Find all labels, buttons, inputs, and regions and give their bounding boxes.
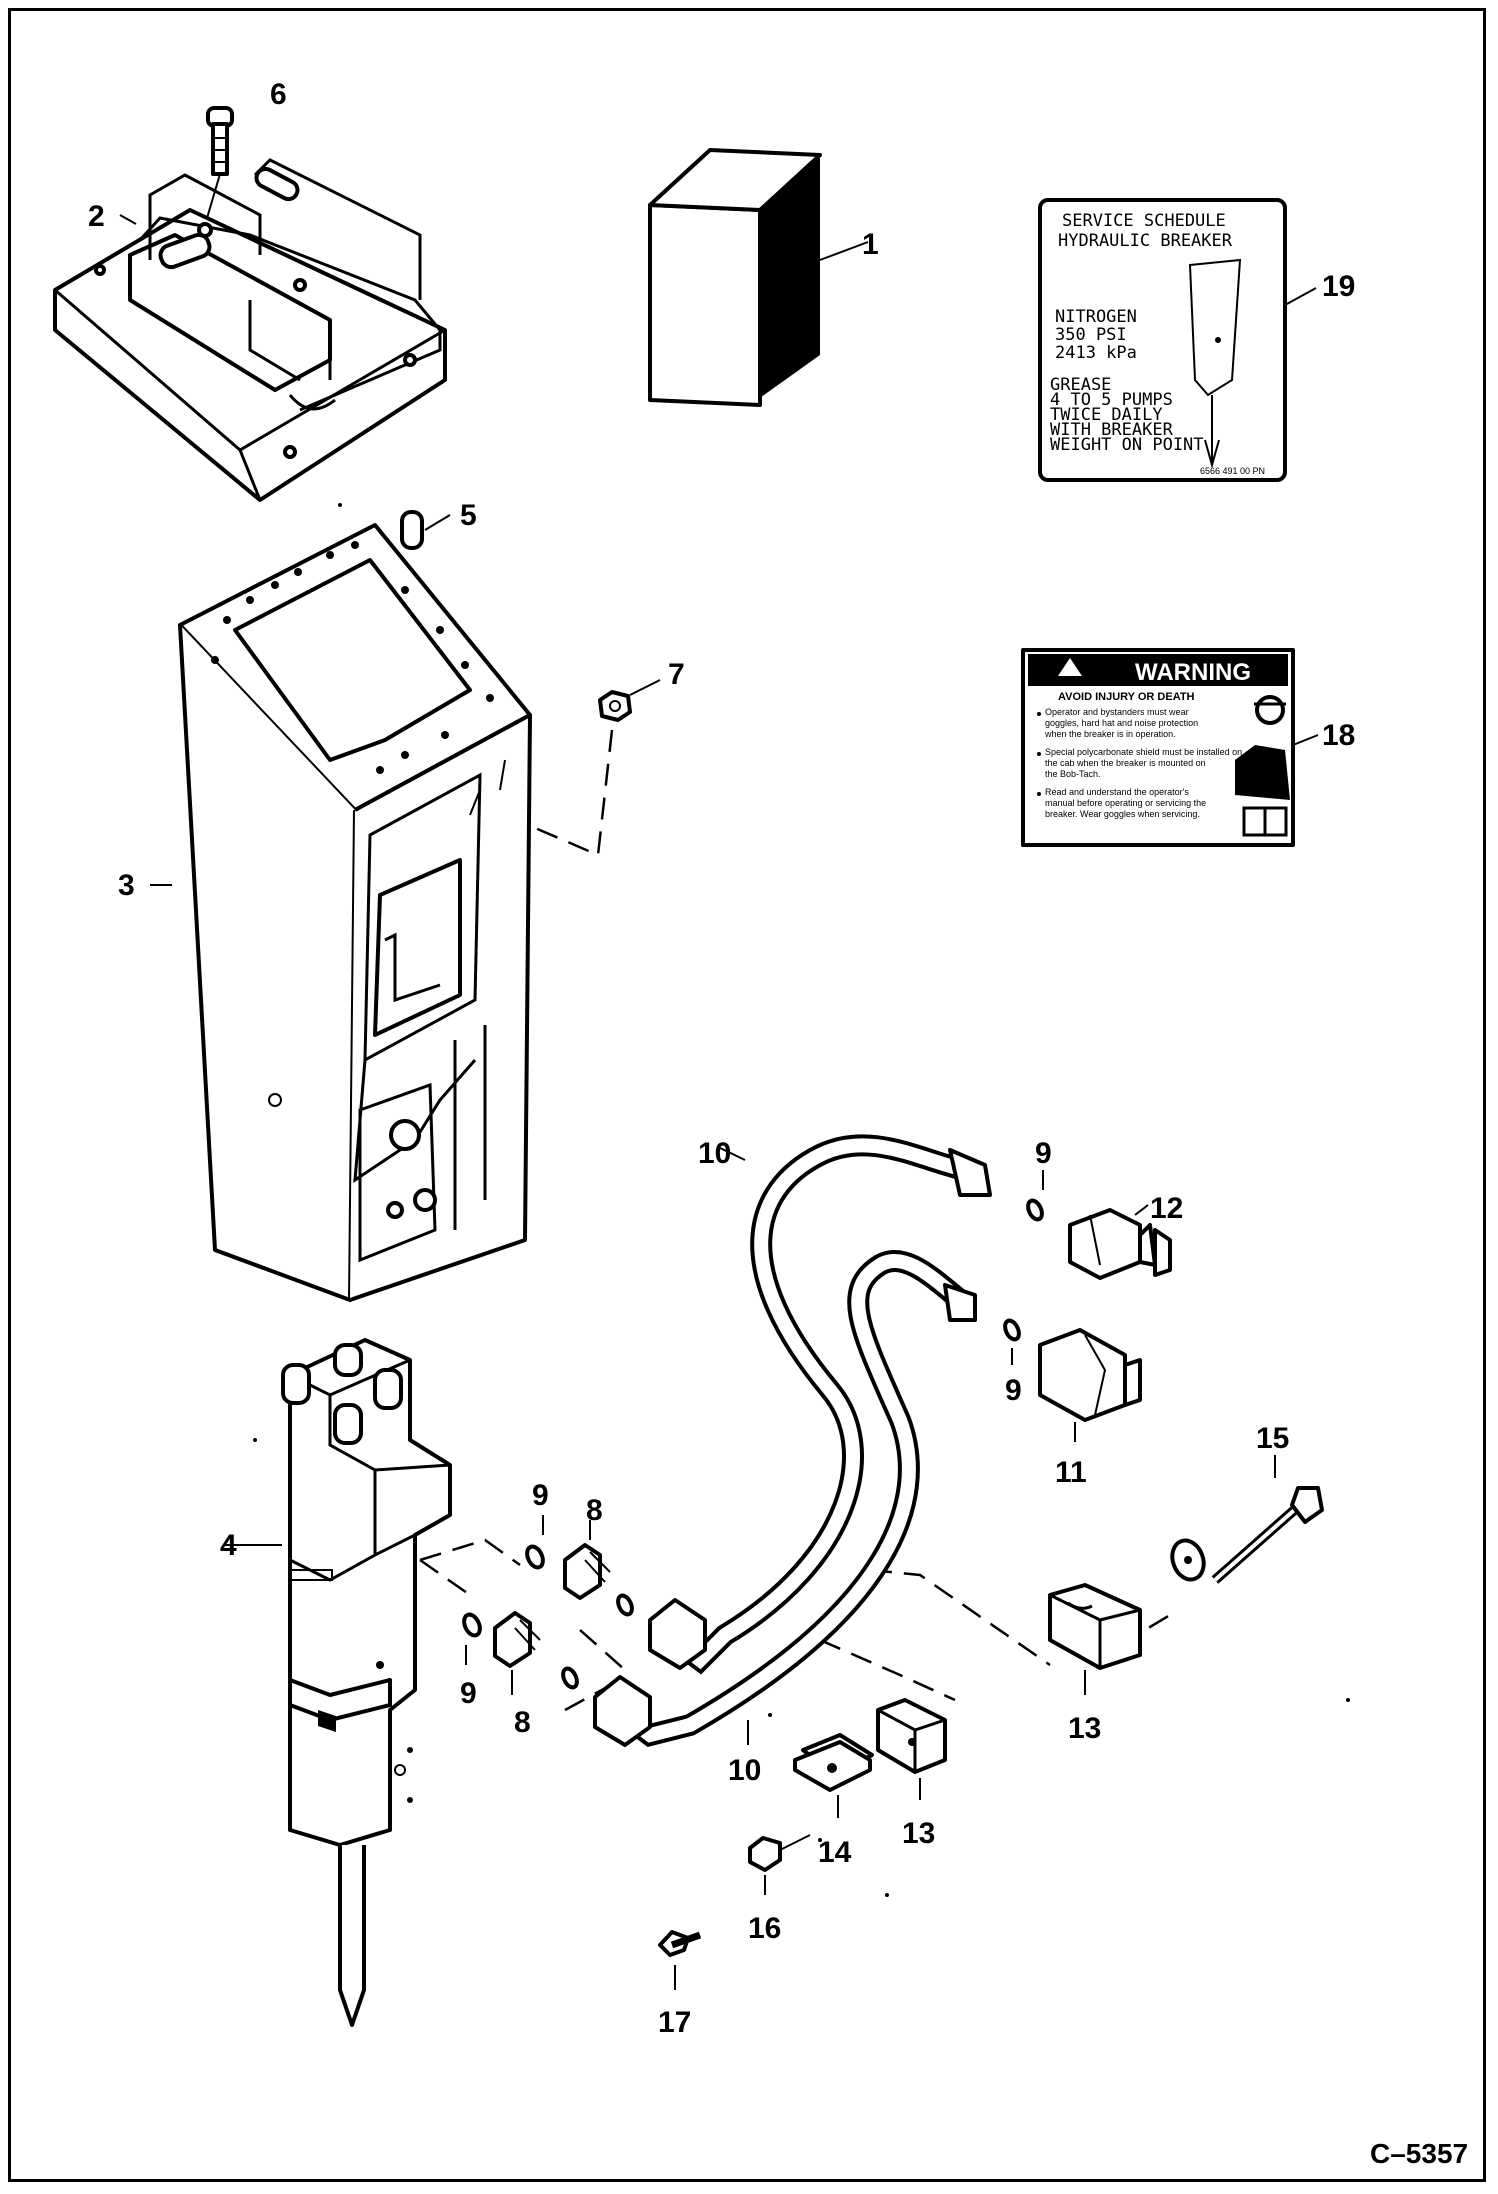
callout-17: 17 [658, 2006, 691, 2039]
warning-item-3-line-2: manual before operating or servicing the [1045, 798, 1206, 808]
part-14-clamp-plate [793, 1733, 874, 1818]
part-9-orings-and-part-8-fittings [462, 1515, 634, 1695]
decal-grease-1: GREASE [1050, 375, 1111, 395]
callout-19: 19 [1322, 270, 1355, 303]
callout-15: 15 [1256, 1422, 1289, 1455]
warning-item-3-line-3: breaker. Wear goggles when servicing. [1045, 809, 1200, 819]
callout-18: 18 [1322, 719, 1355, 752]
callout-5: 5 [460, 499, 477, 532]
callout-9-right-lower: 9 [1005, 1374, 1022, 1407]
warning-item-1-line-1: Operator and bystanders must wear [1045, 707, 1189, 717]
decal-nitrogen-1: NITROGEN [1055, 307, 1137, 327]
part-4-hydraulic-breaker [225, 1338, 452, 2027]
speckles [253, 503, 1350, 1897]
part-12-male-coupler [1068, 1204, 1172, 1280]
warning-item-2-line-3: the Bob-Tach. [1045, 769, 1101, 779]
decal-grease-3: TWICE DAILY [1050, 405, 1163, 425]
part-5-pin [400, 510, 451, 550]
decal-service-title-1: SERVICE SCHEDULE [1062, 211, 1226, 231]
warning-item-1-line-3: when the breaker is in operation. [1044, 729, 1176, 739]
decal-part-number: 6566 491 00 PN [1200, 466, 1265, 476]
callout-8-lower: 8 [514, 1706, 531, 1739]
warning-item-2-line-1: Special polycarbonate shield must be ins… [1045, 747, 1242, 757]
callout-7: 7 [668, 658, 685, 691]
warning-decal-subtitle: AVOID INJURY OR DEATH [1058, 691, 1195, 703]
callout-1: 1 [862, 228, 879, 261]
callout-9-left-upper: 9 [532, 1479, 549, 1512]
part-2-mounting-plate [53, 158, 447, 502]
callout-8-upper: 8 [586, 1494, 603, 1527]
part-17-screw [658, 1930, 702, 1990]
callout-6: 6 [270, 78, 287, 111]
decal-grease-2: 4 TO 5 PUMPS [1050, 390, 1173, 410]
callout-12: 12 [1150, 1192, 1183, 1225]
decal-nitrogen-3: 2413 kPa [1055, 343, 1137, 363]
warning-item-3-line-1: Read and understand the operator's [1045, 787, 1189, 797]
callout-13-right: 13 [1068, 1712, 1101, 1745]
part-13-hose-clamp-lower [876, 1698, 947, 1800]
decal-nitrogen-2: 350 PSI [1055, 325, 1127, 345]
warning-item-1-line-2: goggles, hard hat and noise protection [1045, 718, 1198, 728]
part-13-hose-clamp-upper [1048, 1583, 1142, 1695]
warning-item-2-line-2: the cab when the breaker is mounted on [1045, 758, 1206, 768]
part-3-breaker-housing [150, 523, 532, 1302]
part-6-bolt [204, 106, 234, 226]
callout-14: 14 [818, 1836, 852, 1869]
part-15-bolt [1170, 1455, 1324, 1584]
part-18-warning-decal: WARNING AVOID INJURY OR DEATH Operator a… [1021, 648, 1319, 847]
callout-3: 3 [118, 869, 135, 902]
warning-decal-title: WARNING [1135, 659, 1251, 686]
part-7-nut [469, 679, 661, 857]
part-10-hydraulic-hoses [593, 1134, 992, 1747]
part-19-service-schedule-decal: SERVICE SCHEDULE HYDRAULIC BREAKER NITRO… [1038, 198, 1317, 482]
callout-4: 4 [220, 1529, 237, 1562]
callout-16: 16 [748, 1912, 781, 1945]
callout-9-left-lower: 9 [460, 1677, 477, 1710]
callout-10-upper: 10 [698, 1137, 731, 1170]
callout-9-right-upper: 9 [1035, 1137, 1052, 1170]
part-11-female-coupler [1038, 1328, 1142, 1442]
callout-13-lower: 13 [902, 1817, 935, 1850]
part-1-operators-manual [648, 148, 869, 407]
callout-2: 2 [88, 200, 105, 233]
part-9-upper-orings [1003, 1170, 1044, 1365]
part-16-nut [748, 1834, 811, 1895]
decal-grease-5: WEIGHT ON POINT [1050, 435, 1204, 455]
callout-10-lower: 10 [728, 1754, 761, 1787]
callout-11: 11 [1055, 1456, 1087, 1489]
decal-service-title-2: HYDRAULIC BREAKER [1058, 231, 1233, 251]
figure-id: C–5357 [1370, 2138, 1468, 2169]
decal-grease-4: WITH BREAKER [1050, 420, 1174, 440]
